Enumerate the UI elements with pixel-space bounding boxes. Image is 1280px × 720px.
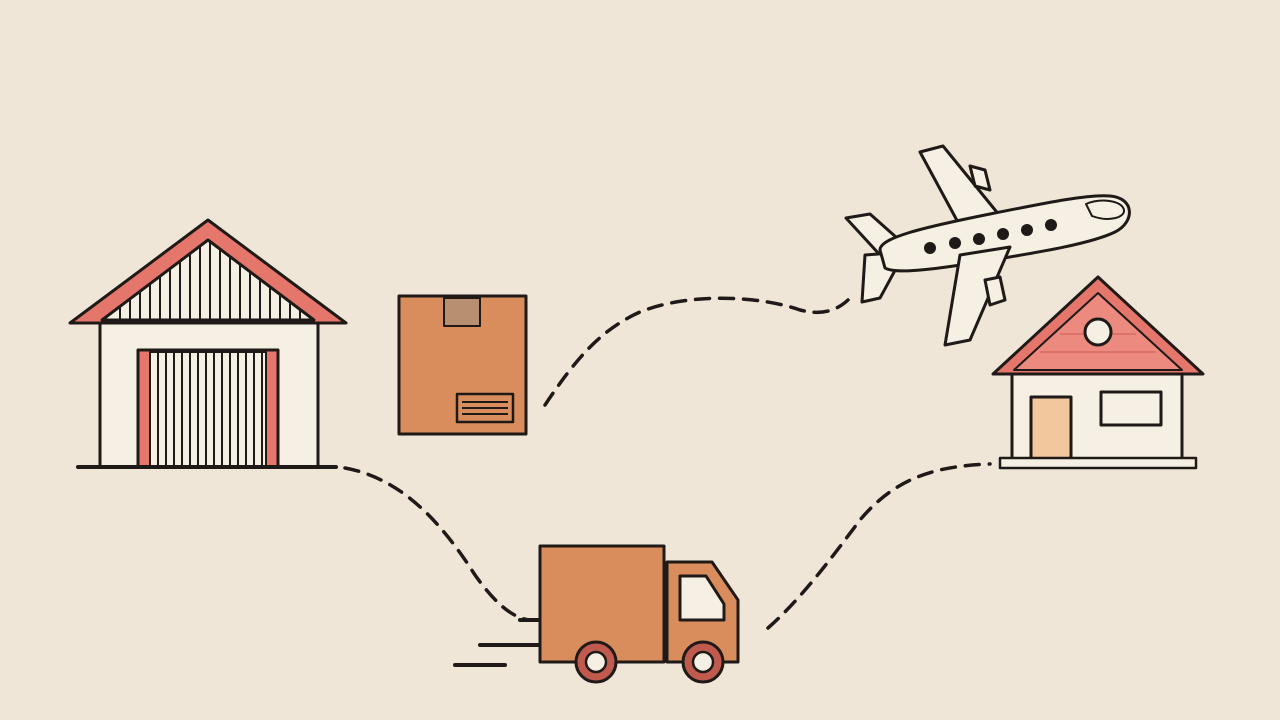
route-paths [343, 296, 992, 630]
warehouse-icon [68, 218, 348, 469]
route-box-to-airplane [543, 296, 850, 407]
house-icon [991, 275, 1205, 470]
truck-icon [453, 544, 740, 684]
route-warehouse-to-truck [343, 466, 532, 622]
route-truck-to-home [766, 462, 992, 630]
box-icon [397, 294, 528, 436]
airplane-icon [844, 144, 1131, 347]
